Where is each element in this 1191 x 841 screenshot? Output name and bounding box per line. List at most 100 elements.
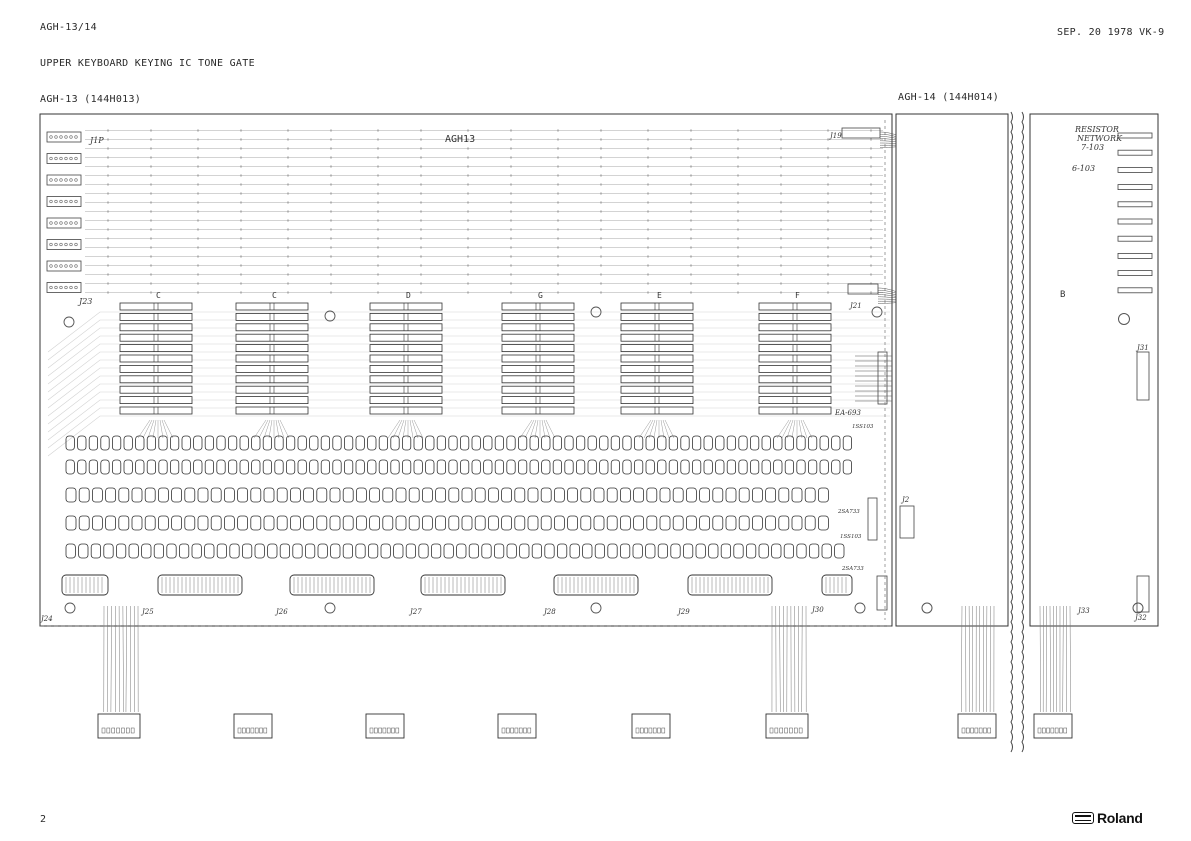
connector-label-j25: J25 — [140, 608, 154, 616]
dip-package — [236, 345, 308, 352]
dip-package — [759, 303, 831, 310]
note-letter: C — [272, 291, 277, 300]
dip-package — [236, 324, 308, 331]
dip-package — [502, 386, 574, 393]
board-agh13: AGH13 J1P J23 CCDGEF J19 J21 EA-693 1SS1… — [39, 114, 950, 626]
board-agh14-right: RESISTOR NETWORK 7-103 6-103 B J31 J32 J… — [1030, 114, 1158, 626]
dip-package — [370, 303, 442, 310]
dip-package — [621, 386, 693, 393]
dip-package — [502, 376, 574, 383]
dip-package — [120, 303, 192, 310]
dip-package — [759, 376, 831, 383]
connector-label-j21: J21 — [848, 302, 862, 310]
cable-plug — [234, 714, 272, 738]
dip-package — [370, 386, 442, 393]
roland-logo-mark-icon — [1072, 812, 1094, 824]
dip-package — [502, 324, 574, 331]
component-label-1ss103-b: 1SS103 — [840, 534, 862, 540]
dip-package — [120, 345, 192, 352]
dip-package — [370, 365, 442, 372]
dip-package — [236, 303, 308, 310]
dip-package — [236, 365, 308, 372]
connector-label-j31: J31 — [1135, 344, 1149, 352]
dip-package — [236, 334, 308, 341]
dip-package — [621, 376, 693, 383]
dip-package — [370, 345, 442, 352]
board-agh14-strip: J2 — [885, 114, 1008, 626]
dip-package — [370, 355, 442, 362]
note-letter: G — [538, 291, 543, 300]
dip-package — [759, 355, 831, 362]
note-letter: D — [406, 291, 411, 300]
dip-package — [621, 313, 693, 320]
cable-plug — [498, 714, 536, 738]
dip-package — [236, 313, 308, 320]
dip-package — [502, 407, 574, 414]
dip-package — [120, 397, 192, 404]
component-label-1ss103-a: 1SS103 — [852, 424, 874, 430]
dip-package — [120, 386, 192, 393]
dip-package — [370, 334, 442, 341]
cable-plug — [1034, 714, 1072, 738]
break-lines — [1011, 112, 1024, 752]
cable-plug — [632, 714, 670, 738]
note-letter: F — [795, 291, 800, 300]
dip-package — [759, 365, 831, 372]
note-letter: E — [657, 291, 662, 300]
dip-package — [236, 376, 308, 383]
dip-package — [759, 313, 831, 320]
dip-package — [120, 334, 192, 341]
connector-label-j27: J27 — [408, 608, 422, 616]
dip-package — [759, 345, 831, 352]
cable-plug — [766, 714, 808, 738]
resistor-note-line3: 7-103 — [1081, 143, 1104, 152]
roland-logo: Roland — [1072, 810, 1143, 826]
dip-package — [120, 376, 192, 383]
dip-package — [370, 407, 442, 414]
resistor-note-line2: NETWORK — [1076, 134, 1123, 143]
dip-package — [759, 324, 831, 331]
dip-package — [120, 365, 192, 372]
dip-package — [759, 397, 831, 404]
dip-package — [502, 334, 574, 341]
dip-package — [621, 334, 693, 341]
dip-package — [120, 355, 192, 362]
dip-package — [621, 303, 693, 310]
dip-package — [621, 397, 693, 404]
connector-label-j23: J23 — [77, 297, 92, 306]
cable-plug — [958, 714, 996, 738]
cable-plug — [98, 714, 140, 738]
dip-package — [502, 397, 574, 404]
dip-package — [370, 313, 442, 320]
page-number: 2 — [40, 814, 46, 825]
component-label-2sa733-a: 2SA733 — [837, 509, 860, 515]
connector-label-j2: J2 — [900, 496, 910, 504]
connector-label-j33: J33 — [1076, 607, 1090, 615]
component-label-2sa733-b: 2SA733 — [841, 566, 864, 572]
dip-package — [759, 407, 831, 414]
dip-package — [120, 324, 192, 331]
dip-package — [621, 345, 693, 352]
dip-package — [502, 365, 574, 372]
roland-logo-text: Roland — [1097, 810, 1143, 826]
dip-package — [621, 324, 693, 331]
board-mark-b: B — [1060, 290, 1065, 300]
connector-label-j32: J32 — [1133, 614, 1147, 622]
resistor-note-line1: RESISTOR — [1074, 125, 1119, 134]
connector-label-j29: J29 — [676, 608, 690, 616]
dip-package — [759, 386, 831, 393]
dip-package — [370, 376, 442, 383]
connector-label-j26: J26 — [274, 608, 288, 616]
dip-package — [236, 386, 308, 393]
dip-package — [120, 313, 192, 320]
dip-package — [502, 345, 574, 352]
dip-package — [120, 407, 192, 414]
dip-package — [370, 324, 442, 331]
board-name-label: AGH13 — [445, 134, 475, 145]
cable-plug — [366, 714, 404, 738]
dip-package — [236, 397, 308, 404]
dip-package — [759, 334, 831, 341]
dip-package — [502, 303, 574, 310]
component-label-ea693: EA-693 — [834, 409, 861, 417]
